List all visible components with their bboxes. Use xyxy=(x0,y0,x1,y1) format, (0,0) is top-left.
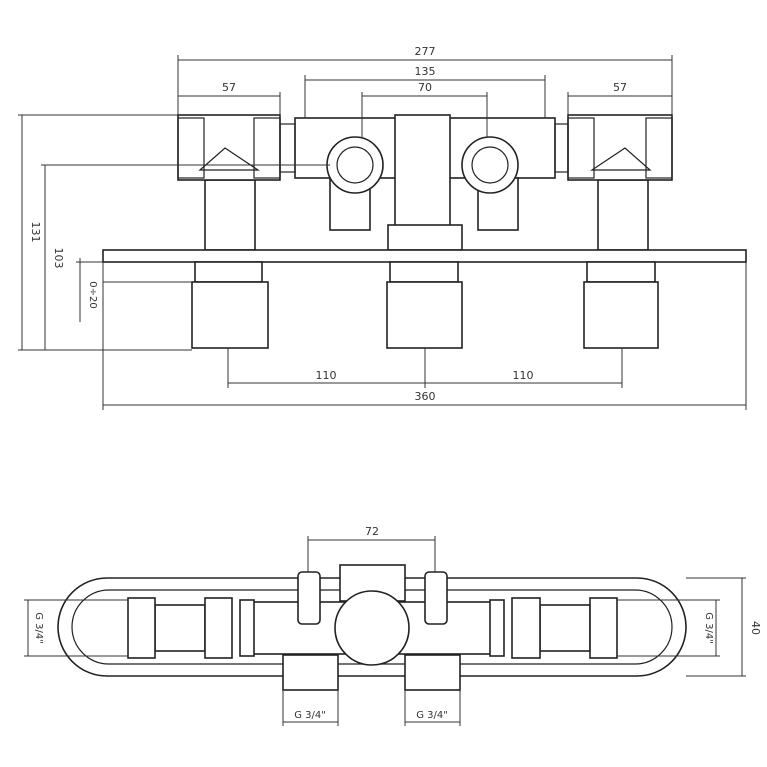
right-nut xyxy=(589,597,618,659)
right-valve xyxy=(567,114,673,181)
top-view: 72 40 G 3/4" G 3/4" G 3/4" G 3/4" xyxy=(24,525,762,726)
dim-0-20: 0÷20 xyxy=(87,281,98,308)
left-arrow-icon xyxy=(198,147,260,171)
thread-bottom-right: G 3/4" xyxy=(416,710,448,721)
left-knob xyxy=(191,281,269,349)
dim-360: 360 xyxy=(415,390,436,403)
bottom-left-outlet xyxy=(282,654,339,691)
central-connector xyxy=(387,224,463,251)
thread-bottom-left: G 3/4" xyxy=(294,710,326,721)
thread-left: G 3/4" xyxy=(33,612,44,644)
left-valve xyxy=(177,114,281,181)
dim-135: 135 xyxy=(415,65,436,78)
dim-70: 70 xyxy=(418,81,432,94)
dim-277: 277 xyxy=(415,45,436,58)
left-nut xyxy=(127,597,156,659)
dim-72: 72 xyxy=(365,525,379,538)
dim-131: 131 xyxy=(29,222,42,243)
right-stem xyxy=(597,179,649,251)
left-port xyxy=(326,136,384,194)
dim-110-left: 110 xyxy=(316,369,337,382)
right-arrow-icon xyxy=(590,147,652,171)
dim-57-left: 57 xyxy=(222,81,236,94)
front-view: 277 135 70 57 57 131 103 0÷20 110 110 36… xyxy=(18,45,747,410)
right-knob xyxy=(583,281,659,349)
right-port xyxy=(461,136,519,194)
bottom-right-outlet xyxy=(404,654,461,691)
center-cartridge xyxy=(334,590,410,666)
dim-103: 103 xyxy=(52,248,65,269)
dim-57-right: 57 xyxy=(613,81,627,94)
thread-right: G 3/4" xyxy=(703,612,714,644)
left-stem xyxy=(204,179,256,251)
central-spine xyxy=(394,114,451,228)
center-knob xyxy=(386,281,463,349)
wall-plate xyxy=(102,249,747,263)
dim-110-right: 110 xyxy=(513,369,534,382)
dim-40: 40 xyxy=(749,621,762,635)
